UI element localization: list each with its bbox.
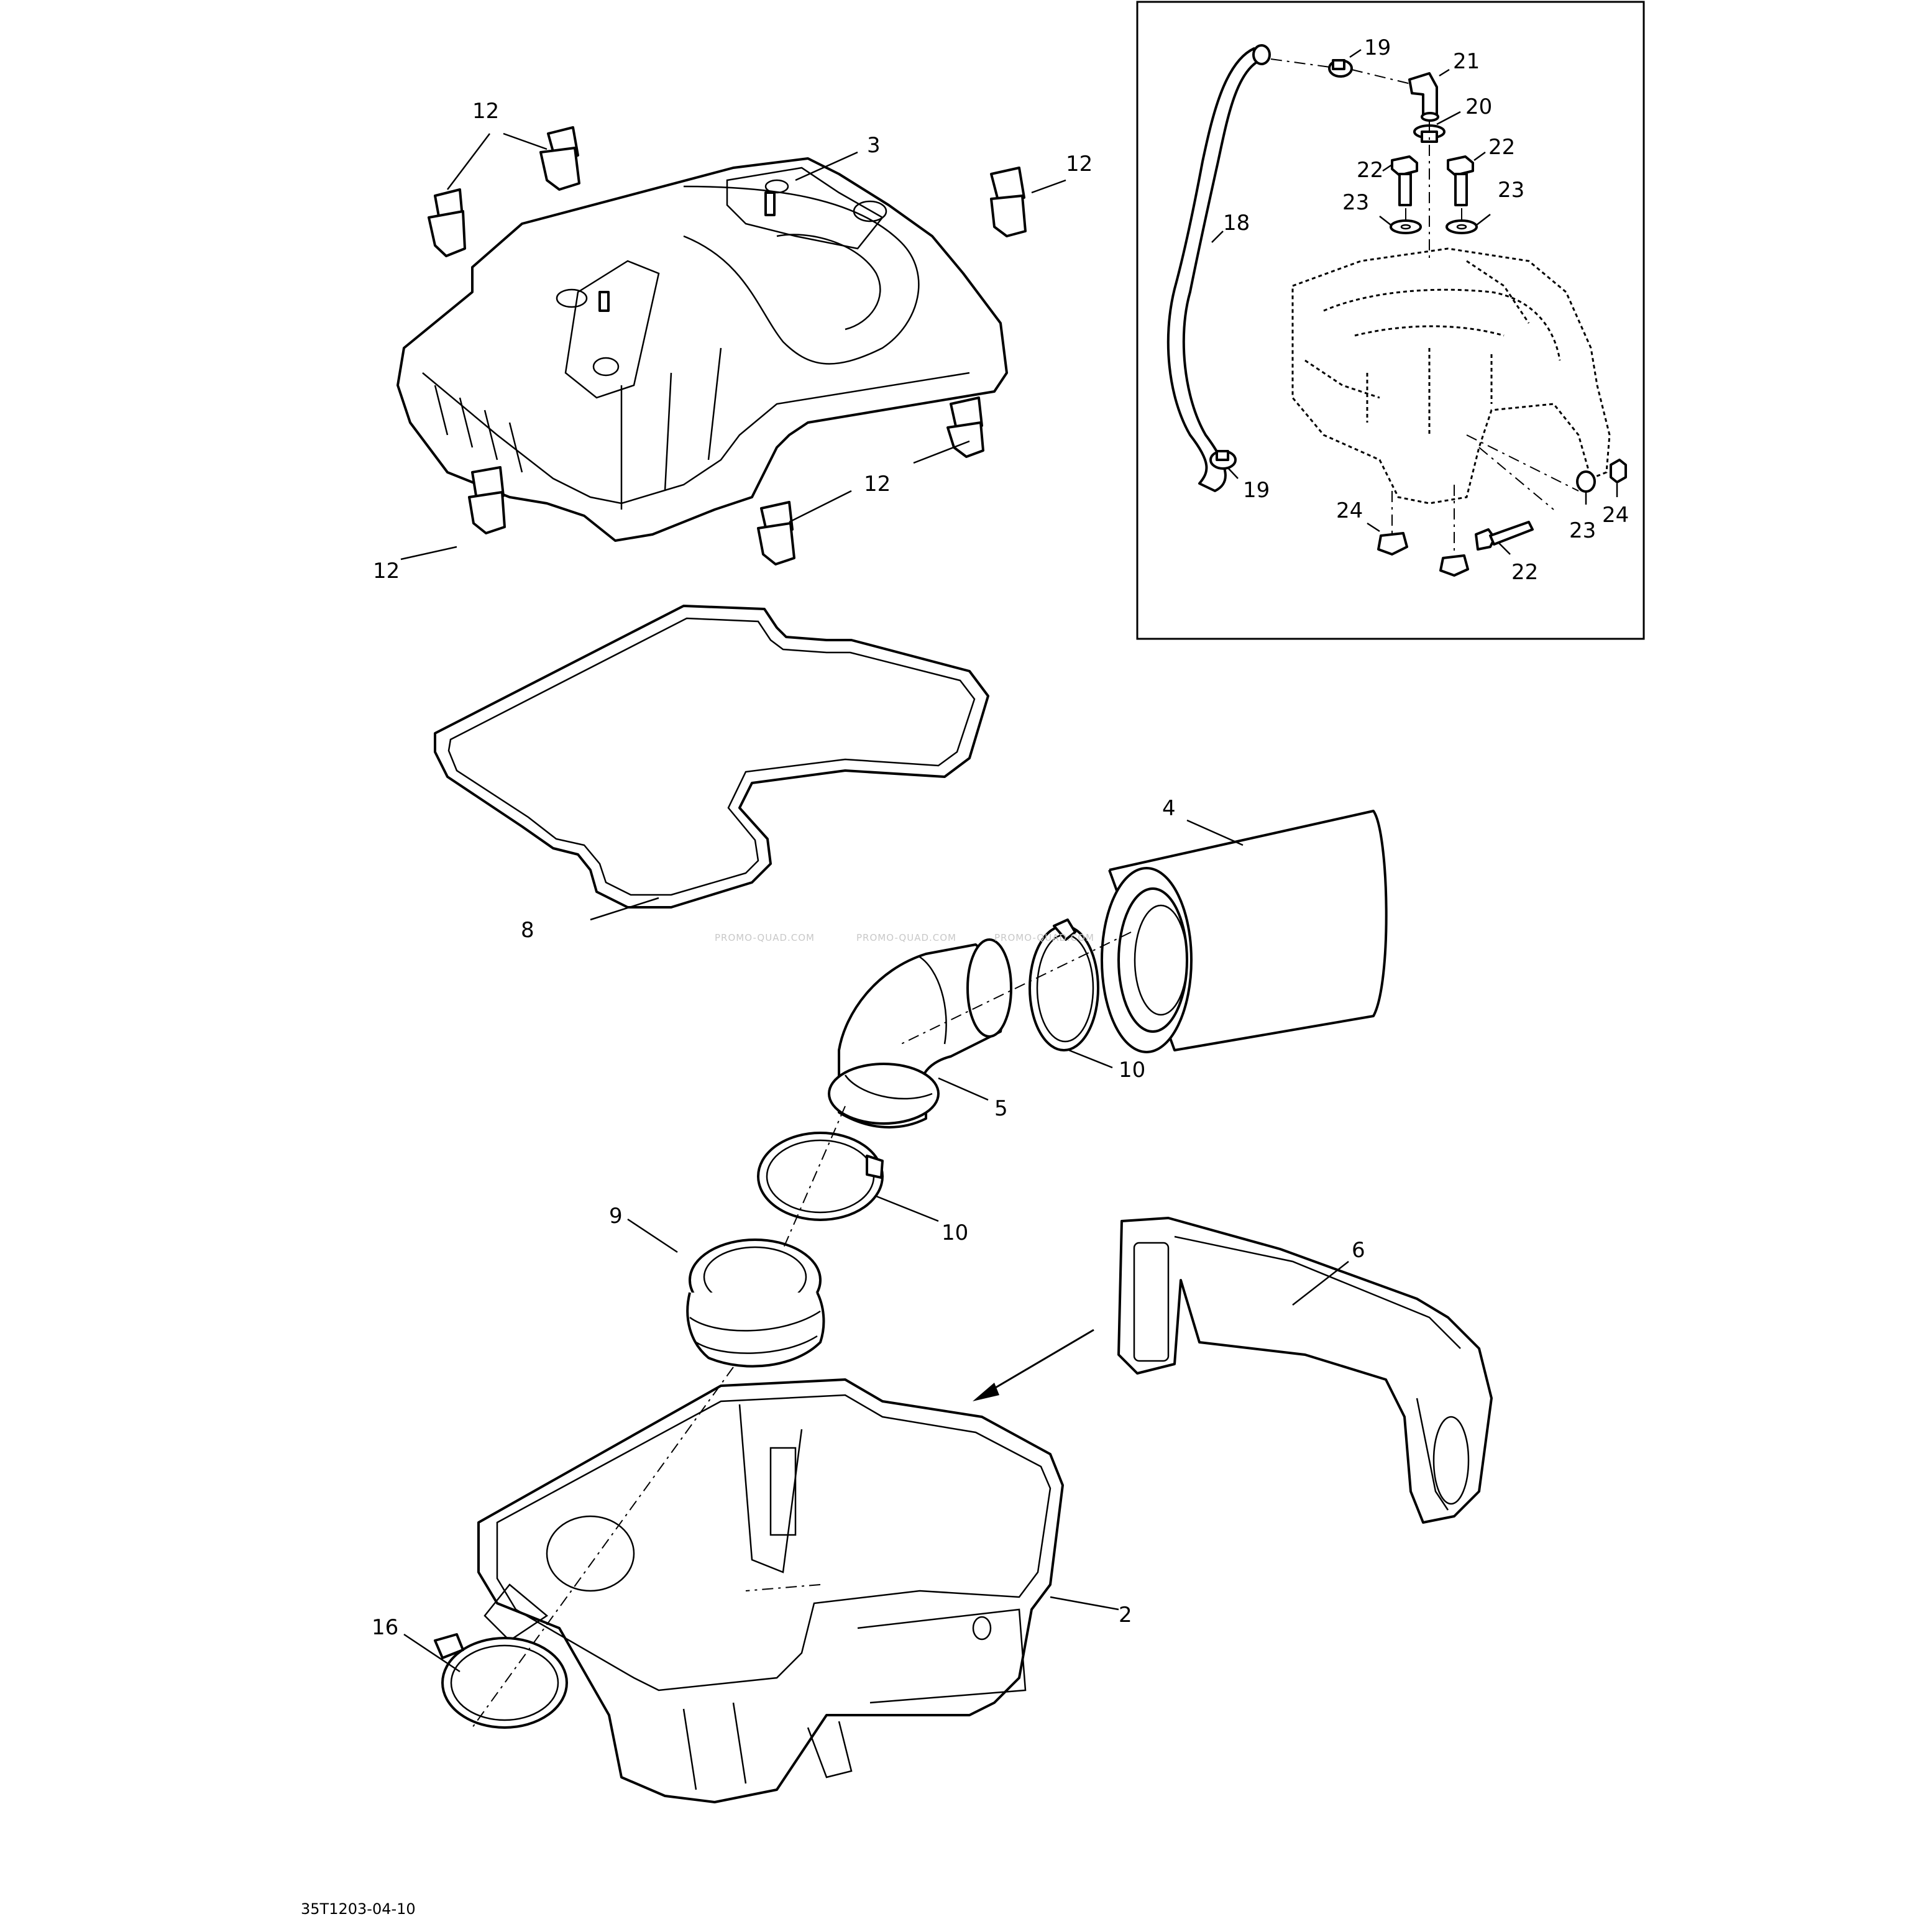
drawing-code: 35T1203-04-10 [301,1900,416,1918]
clip-6 [757,501,795,565]
callout-22-top-left: 22 [1357,158,1383,183]
nut-side-24 [1610,459,1627,483]
washer-side-23 [1576,470,1596,493]
intake-duct [1117,1217,1493,1524]
clip-5 [468,466,506,534]
hose-end-top [1252,44,1271,65]
bolt-top-right [1447,155,1474,206]
callout-22-top-right: 22 [1488,135,1515,160]
callout-4: 4 [1162,796,1176,821]
callout-24-side: 24 [1602,503,1629,528]
callout-19-top: 19 [1364,35,1391,60]
watermark-1: PROMO-QUAD.COM [715,932,815,943]
washer-top-left [1390,219,1422,234]
callout-3: 3 [867,133,881,158]
callout-20: 20 [1465,94,1492,119]
vent-detail-inset [1136,1,1645,640]
nut-bottom-left [1377,532,1408,556]
outlet-clamp [434,1633,568,1729]
assembly-arrow [973,1329,1094,1401]
callout-23-right: 23 [1498,178,1524,203]
callout-12-right: 12 [1066,152,1093,176]
callout-10-lower: 10 [942,1220,968,1245]
callout-22-bottom: 22 [1511,560,1538,585]
callout-12-left: 12 [373,559,400,584]
ghost-airbox [1291,247,1611,505]
callout-6: 6 [1352,1238,1365,1263]
callout-19-bottom: 19 [1243,478,1270,503]
callout-21: 21 [1453,49,1480,74]
nut-bottom-right [1439,554,1469,577]
clip-3 [990,167,1027,237]
airbox-base [477,1378,1064,1803]
washer-top-right [1446,219,1478,234]
bolt-top-left [1391,155,1418,206]
callout-8: 8 [521,918,534,943]
callout-16: 16 [372,1615,398,1640]
vent-hose [1166,47,1264,492]
hose-clamp-top [1328,59,1353,78]
callout-12-top: 12 [472,99,499,124]
callout-5: 5 [994,1096,1008,1121]
clip-2 [539,126,580,191]
callout-10-upper: 10 [1119,1058,1145,1083]
hose-clamp-bottom [1209,450,1237,470]
bolt-side-22 [1475,521,1534,551]
callout-2: 2 [1119,1603,1132,1628]
watermark-3: PROMO-QUAD.COM [994,932,1094,943]
watermark-2: PROMO-QUAD.COM [856,932,956,943]
callout-18: 18 [1223,211,1250,236]
airbox-cover [396,157,1008,542]
callout-9: 9 [609,1204,623,1229]
inset-frame [1136,1,1645,640]
clamp-lower [757,1132,884,1221]
callout-24-bottom: 24 [1336,498,1363,523]
elbow-fitting [1408,72,1439,122]
clip-1 [428,188,466,257]
callout-23-left: 23 [1342,190,1369,215]
intake-boot [686,1238,825,1368]
air-filter [1101,810,1388,1053]
callout-12-middle: 12 [864,472,891,497]
intake-elbow [828,938,1012,1129]
gasket [434,605,989,909]
clip-4 [946,396,984,458]
callout-23-side: 23 [1569,518,1596,543]
